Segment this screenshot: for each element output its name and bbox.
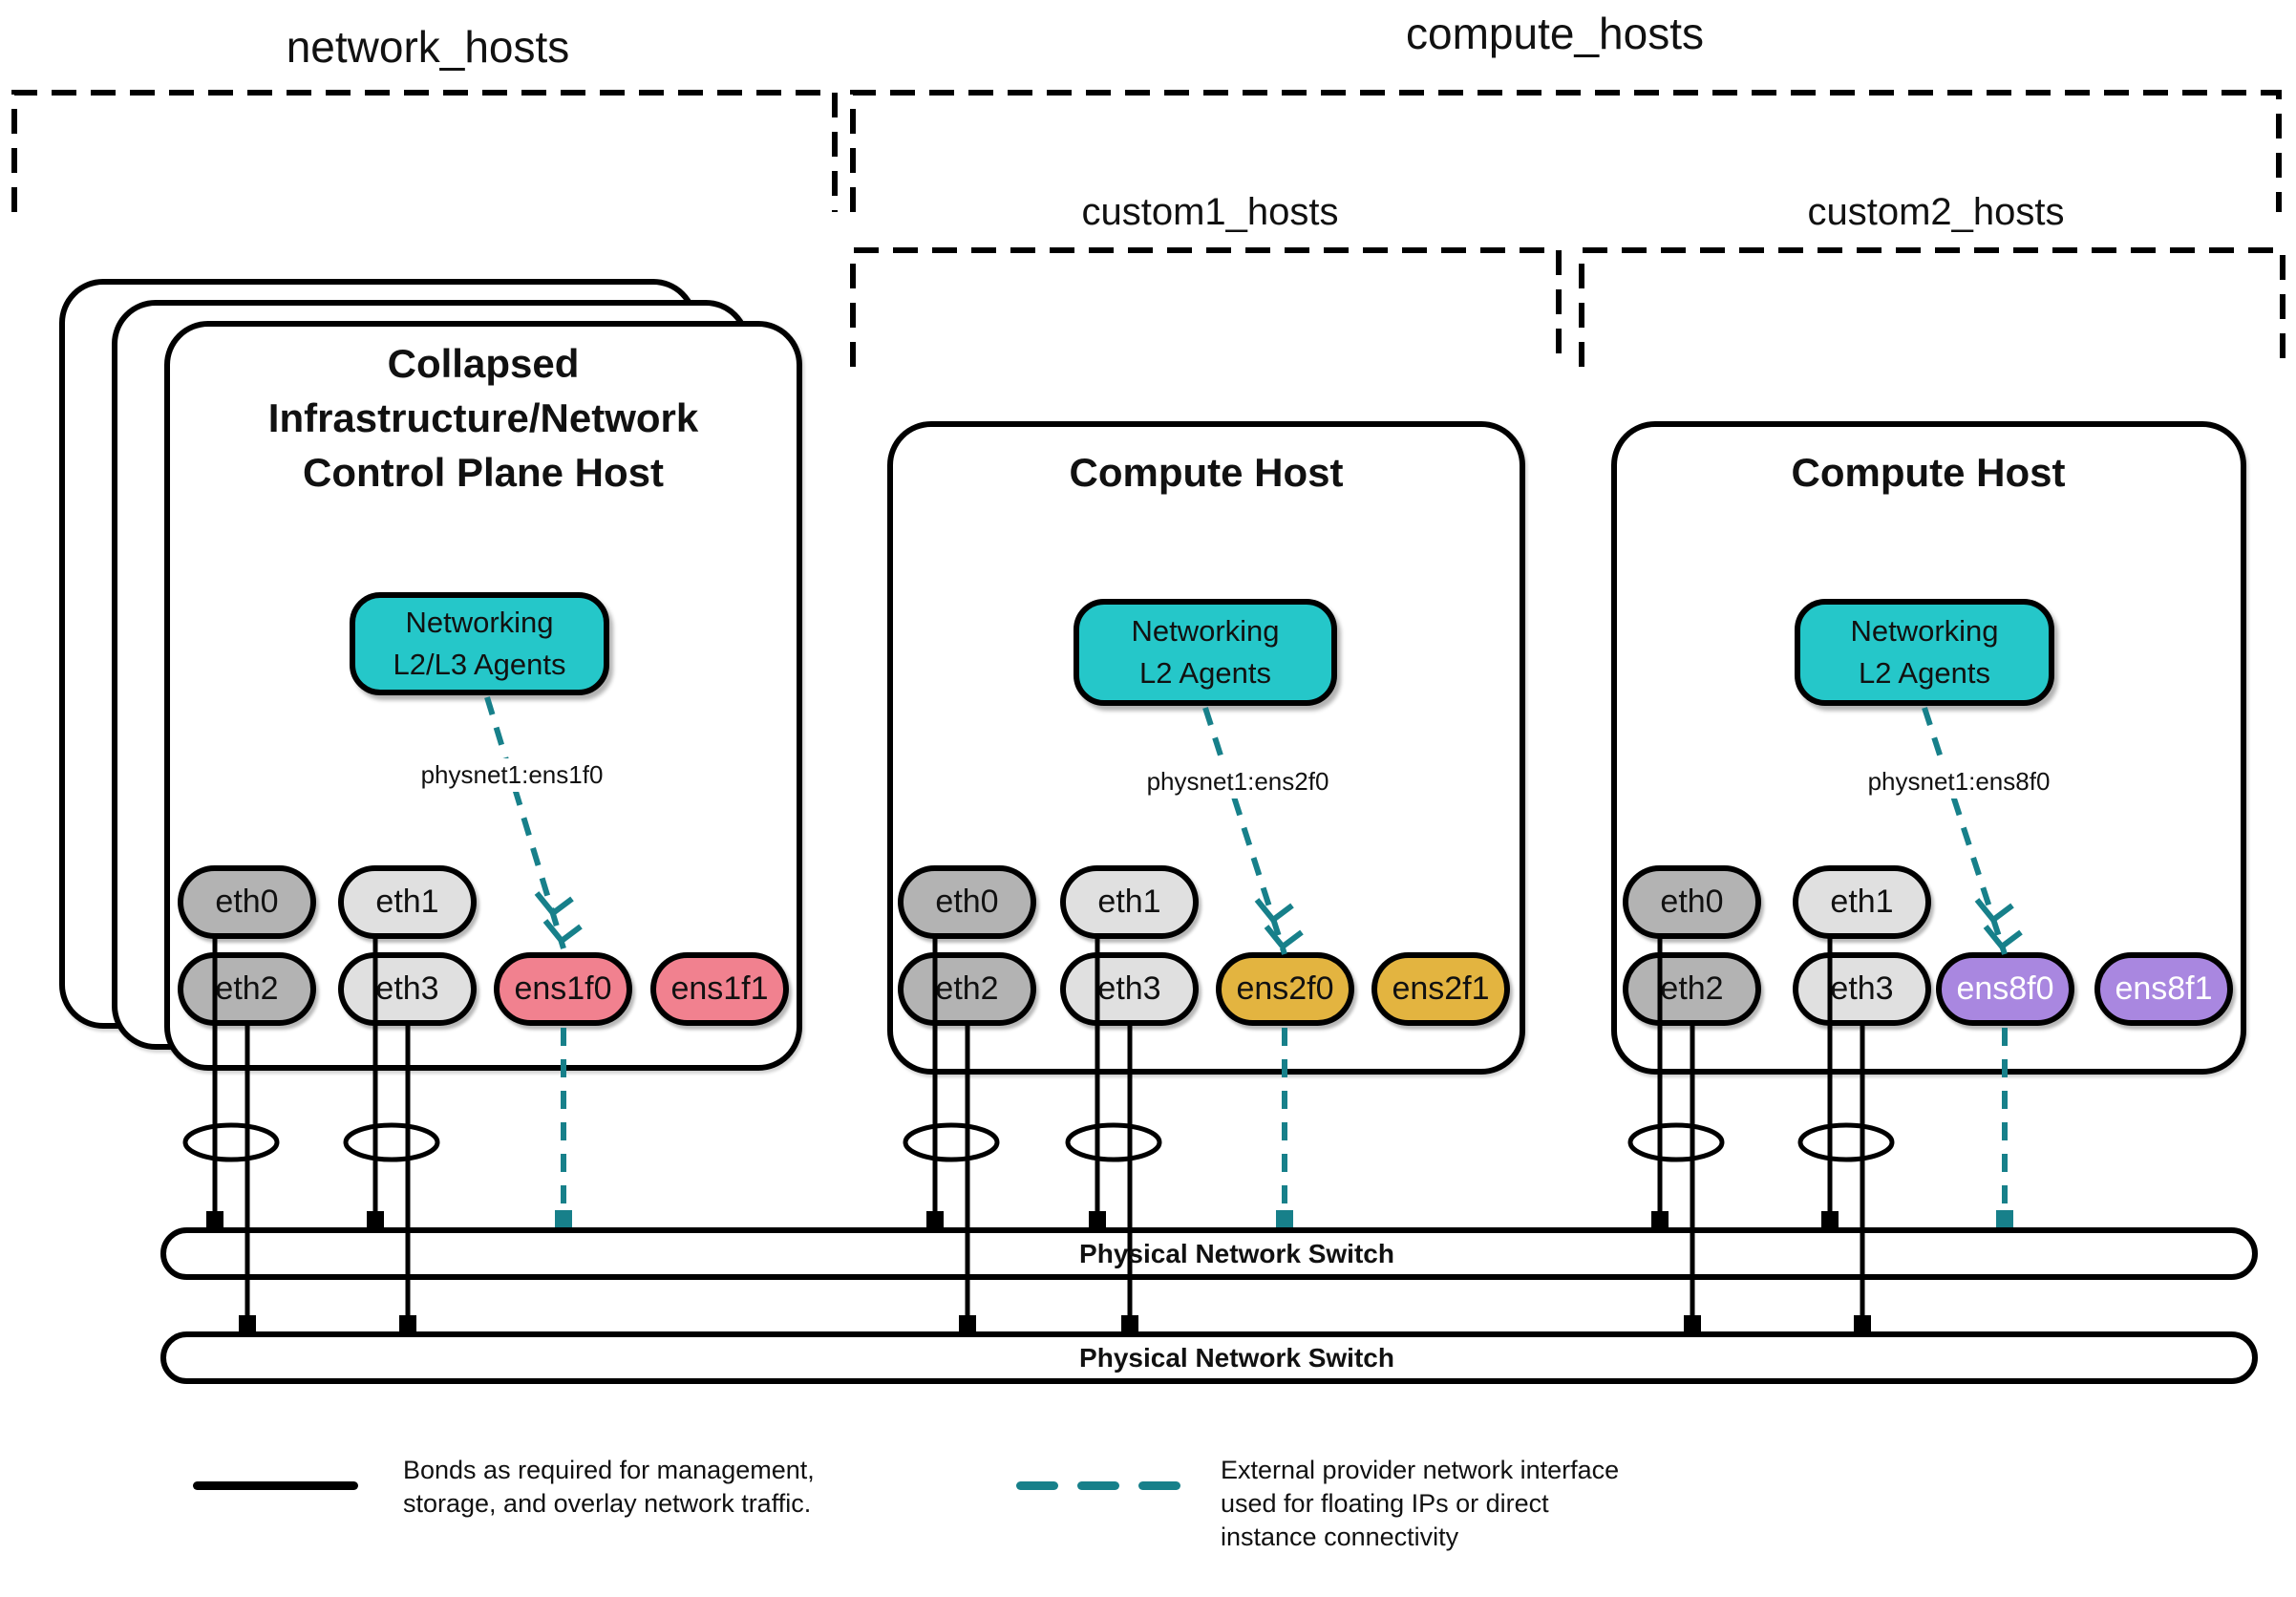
compute-2-nic-eth3: eth3 <box>1793 952 1931 1026</box>
switch1-port <box>1089 1211 1106 1227</box>
compute-2-nic-ens8f1: ens8f1 <box>2094 952 2233 1026</box>
compute-2-networking-agents-box: Networking L2 Agents <box>1795 599 2054 706</box>
compute-1-nic-eth1: eth1 <box>1060 865 1199 939</box>
compute-1-networking-agents-box: Networking L2 Agents <box>1074 599 1337 706</box>
switch2-port <box>1684 1315 1701 1331</box>
legend-bond-text: Bonds as required for management, storag… <box>403 1456 815 1518</box>
infra-nic-eth0: eth0 <box>178 865 316 939</box>
network-hosts-bracket <box>11 90 838 212</box>
legend-dash <box>1016 1481 1058 1490</box>
switch2-port <box>959 1315 976 1331</box>
infra-nic-ens1f1: ens1f1 <box>650 952 789 1026</box>
switch1-provider-port <box>1276 1210 1293 1227</box>
physical-network-switch-1 <box>160 1227 2258 1280</box>
bond-ellipse <box>1797 1122 1895 1162</box>
switch2-port <box>1854 1315 1871 1331</box>
infra-host-title: Collapsed Infrastructure/Network Control… <box>267 341 699 495</box>
group-label-custom1-hosts: custom1_hosts <box>1081 191 1339 233</box>
bond-ellipse <box>343 1122 440 1162</box>
legend-provider-line-swatch <box>1016 1481 1180 1490</box>
infra-networking-agents-box: Networking L2/L3 Agents <box>350 592 609 695</box>
switch1-port <box>1651 1211 1669 1227</box>
infra-physnet-label: physnet1:ens1f0 <box>413 758 611 792</box>
compute-1-nic-eth3: eth3 <box>1060 952 1199 1026</box>
physical-network-switch-2 <box>160 1331 2258 1384</box>
bond-ellipse <box>903 1122 1000 1162</box>
bond-ellipse <box>1065 1122 1162 1162</box>
compute-host-1-title: Compute Host <box>1069 450 1344 495</box>
infra-nic-ens1f0: ens1f0 <box>494 952 632 1026</box>
legend-provider-text: External provider network interface used… <box>1221 1456 1620 1551</box>
switch1-port <box>1821 1211 1839 1227</box>
legend-dash <box>1138 1481 1180 1490</box>
group-label-custom2-hosts: custom2_hosts <box>1807 191 2065 233</box>
switch2-port <box>399 1315 416 1331</box>
compute-1-nic-eth0: eth0 <box>898 865 1036 939</box>
compute-hosts-bracket <box>850 90 2282 212</box>
infra-nic-eth1: eth1 <box>338 865 477 939</box>
compute-host-2-title: Compute Host <box>1791 450 2066 495</box>
compute-1-nic-eth2: eth2 <box>898 952 1036 1026</box>
infra-nic-eth2: eth2 <box>178 952 316 1026</box>
bond-ellipse <box>1627 1122 1725 1162</box>
compute-2-nic-eth2: eth2 <box>1623 952 1761 1026</box>
switch1-provider-port <box>1996 1210 2013 1227</box>
compute-1-nic-ens2f0: ens2f0 <box>1216 952 1354 1026</box>
switch-2-label: Physical Network Switch <box>1079 1343 1394 1373</box>
switch1-provider-port <box>555 1210 572 1227</box>
bond-ellipse <box>182 1122 280 1162</box>
legend-bond-line-swatch <box>193 1481 358 1490</box>
compute-2-physnet-label: physnet1:ens8f0 <box>1860 765 2058 798</box>
compute-1-physnet-label: physnet1:ens2f0 <box>1138 765 1337 798</box>
legend-dash <box>1077 1481 1119 1490</box>
compute-2-nic-eth1: eth1 <box>1793 865 1931 939</box>
custom2-hosts-bracket <box>1579 247 2285 367</box>
infra-nic-eth3: eth3 <box>338 952 477 1026</box>
infra-host-card <box>164 321 802 1071</box>
compute-2-nic-eth0: eth0 <box>1623 865 1761 939</box>
custom1-hosts-bracket <box>850 247 1562 367</box>
compute-1-nic-ens2f1: ens2f1 <box>1371 952 1510 1026</box>
switch1-port <box>926 1211 944 1227</box>
switch1-port <box>367 1211 384 1227</box>
switch2-port <box>1121 1315 1138 1331</box>
switch2-port <box>239 1315 256 1331</box>
group-label-compute-hosts: compute_hosts <box>1406 9 1704 58</box>
switch-1-label: Physical Network Switch <box>1079 1239 1394 1268</box>
compute-2-nic-ens8f0: ens8f0 <box>1936 952 2074 1026</box>
switch1-port <box>206 1211 223 1227</box>
group-label-network-hosts: network_hosts <box>286 22 570 72</box>
